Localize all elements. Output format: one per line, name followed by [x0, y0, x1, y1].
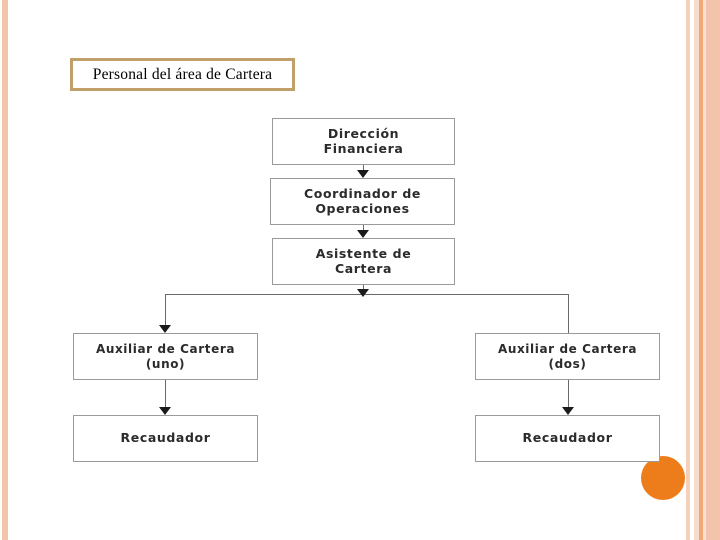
orange-accent-circle — [641, 456, 685, 500]
arrowhead-to-recaudador-left — [159, 407, 171, 415]
arrowhead-to-asistente — [357, 230, 369, 238]
connector-aux-uno-to-recaudador — [165, 380, 167, 409]
right-edge-stripe-2 — [694, 0, 699, 540]
org-node-label: Coordinador de Operaciones — [304, 185, 421, 216]
org-node-label: Recaudador — [522, 430, 613, 446]
org-node-label: Recaudador — [120, 430, 211, 446]
org-node-label: Auxiliar de Cartera (dos) — [497, 342, 638, 371]
right-edge-stripe-4 — [703, 0, 706, 540]
org-node-label: Auxiliar de Cartera (uno) — [95, 342, 236, 371]
connector-coordinador-to-asistente — [363, 225, 365, 232]
connector-branch-right-drop — [568, 294, 570, 333]
slide-title-text: Personal del área de Cartera — [92, 65, 273, 83]
left-edge-stripe — [2, 0, 8, 540]
arrowhead-to-recaudador-right — [562, 407, 574, 415]
org-node-recaudador-left: Recaudador — [73, 415, 258, 462]
org-node-coordinador-operaciones: Coordinador de Operaciones — [270, 178, 455, 225]
org-node-auxiliar-cartera-uno: Auxiliar de Cartera (uno) — [73, 333, 258, 380]
arrowhead-branch-bus — [357, 289, 369, 297]
connector-aux-dos-to-recaudador — [568, 380, 570, 409]
arrowhead-to-coordinador — [357, 170, 369, 178]
org-node-asistente-cartera: Asistente de Cartera — [272, 238, 455, 285]
connector-branch-left-drop — [165, 294, 167, 327]
org-node-label: Dirección Financiera — [323, 125, 404, 156]
right-edge-stripe-3 — [699, 0, 703, 540]
org-node-auxiliar-cartera-dos: Auxiliar de Cartera (dos) — [475, 333, 660, 380]
slide-title-box: Personal del área de Cartera — [70, 58, 295, 91]
org-node-direccion-financiera: Dirección Financiera — [272, 118, 455, 165]
arrowhead-to-aux-uno — [159, 325, 171, 333]
right-edge-stripe-5 — [706, 0, 720, 540]
connector-direccion-to-coordinador — [363, 165, 365, 172]
right-edge-stripe-1 — [686, 0, 690, 540]
org-node-recaudador-right: Recaudador — [475, 415, 660, 462]
org-node-label: Asistente de Cartera — [315, 245, 412, 276]
